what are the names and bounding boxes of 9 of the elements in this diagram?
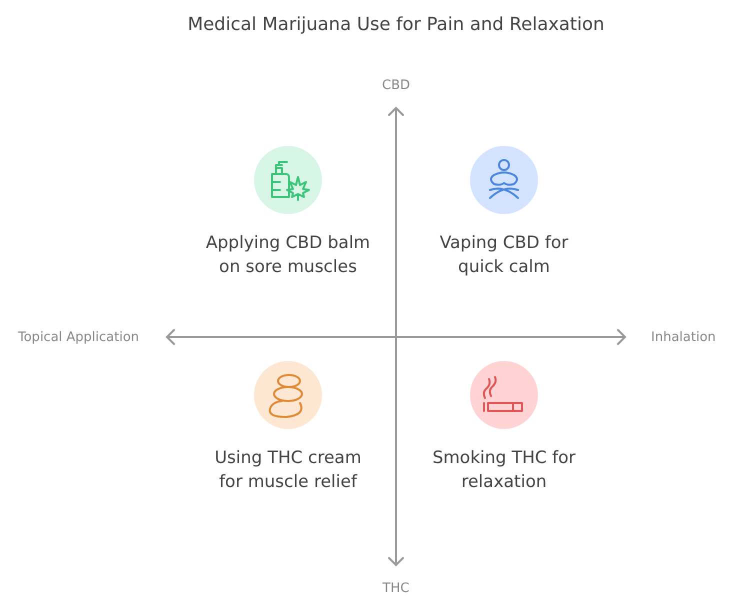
item-label: Vaping CBD for quick calm xyxy=(419,231,589,279)
axis-label: CBD xyxy=(382,78,410,92)
item-label: Applying CBD balm on sore muscles xyxy=(203,231,373,279)
axis-label: Inhalation xyxy=(651,330,716,344)
item-label: Smoking THC for relaxation xyxy=(419,446,589,494)
item-label: Using THC cream for muscle relief xyxy=(203,446,373,494)
title: Medical Marijuana Use for Pain and Relaxation xyxy=(186,14,606,35)
axis-label: Topical Application xyxy=(18,330,140,344)
axis-label: THC xyxy=(382,580,410,596)
